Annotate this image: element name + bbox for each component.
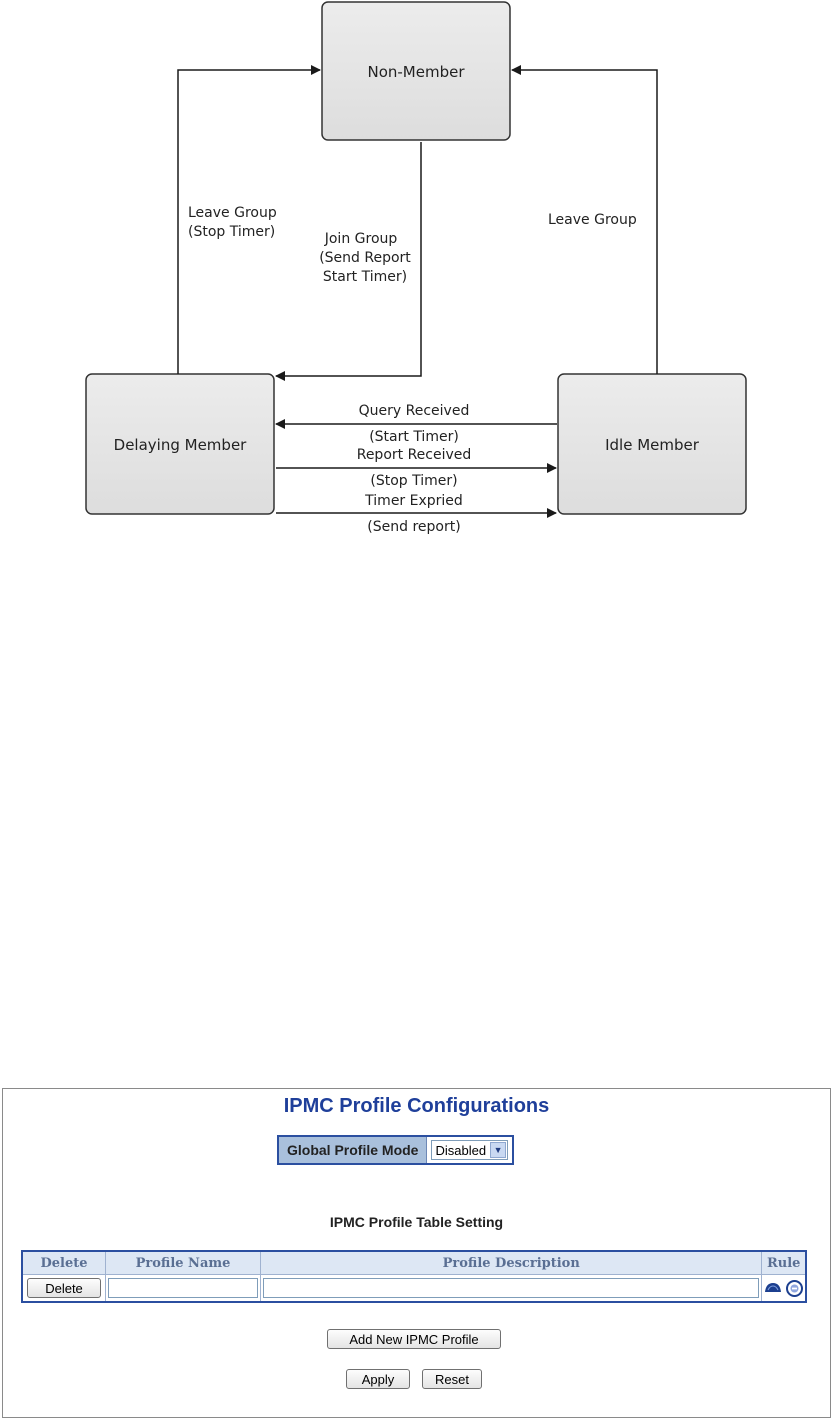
reset-button[interactable]: Reset — [422, 1369, 482, 1389]
ipmc-profile-panel: IPMC Profile Configurations Global Profi… — [2, 1088, 831, 1418]
state-non-member: Non-Member — [321, 1, 511, 141]
global-profile-mode-select[interactable]: Disabled ▼ — [431, 1140, 509, 1160]
non-member-label: Non-Member — [367, 63, 465, 81]
profile-table: Delete Profile Name Profile Description … — [21, 1250, 807, 1303]
table-row: Delete — [21, 1274, 807, 1303]
query-received-label: Query Received — [359, 403, 470, 419]
state-diagram-svg: Non-Member Delaying Member Idle Member L… — [85, 1, 747, 535]
page-title: IPMC Profile Configurations — [283, 1095, 550, 1117]
edit-rule-icon[interactable] — [786, 1279, 803, 1297]
profile-description-input[interactable] — [263, 1278, 760, 1298]
global-profile-mode-cell: Disabled ▼ — [427, 1137, 512, 1163]
state-delaying-member: Delaying Member — [85, 373, 275, 515]
table-header-row: Delete Profile Name Profile Description … — [21, 1250, 807, 1275]
arrow-nonmember-to-delaying — [275, 142, 422, 381]
global-profile-mode-value: Disabled — [435, 1142, 487, 1158]
idle-member-label: Idle Member — [605, 436, 700, 454]
chevron-down-icon[interactable]: ▼ — [490, 1142, 507, 1158]
delete-button[interactable]: Delete — [27, 1278, 101, 1298]
join-group-label: Join Group — [324, 231, 398, 247]
stop-timer-left-label: (Stop Timer) — [188, 224, 275, 240]
leave-group-left-label: Leave Group — [188, 205, 277, 221]
start-timer-join-label: Start Timer) — [323, 269, 407, 285]
global-profile-mode-label: Global Profile Mode — [279, 1137, 428, 1163]
start-timer-label: (Start Timer) — [369, 429, 459, 445]
state-idle-member: Idle Member — [557, 373, 747, 515]
column-header-profile-name: Profile Name — [105, 1250, 261, 1275]
leave-group-right-label: Leave Group — [548, 212, 637, 228]
delete-cell: Delete — [21, 1274, 106, 1303]
column-header-delete: Delete — [21, 1250, 106, 1275]
igmp-state-diagram: Non-Member Delaying Member Idle Member L… — [0, 0, 832, 560]
global-profile-mode-box: Global Profile Mode Disabled ▼ — [277, 1135, 515, 1165]
report-received-label: Report Received — [357, 447, 472, 463]
profile-description-cell — [259, 1274, 763, 1303]
timer-expired-label: Timer Expried — [364, 493, 463, 509]
column-header-rule: Rule — [761, 1250, 807, 1275]
table-title: IPMC Profile Table Setting — [329, 1214, 504, 1230]
apply-button[interactable]: Apply — [346, 1369, 410, 1389]
add-new-profile-button[interactable]: Add New IPMC Profile — [327, 1329, 501, 1349]
column-header-profile-description: Profile Description — [259, 1250, 763, 1275]
arrow-idle-to-nonmember — [511, 65, 658, 374]
delaying-member-label: Delaying Member — [114, 436, 248, 454]
rule-cell — [761, 1274, 807, 1303]
arrow-delaying-to-nonmember — [177, 65, 321, 374]
send-report-label: (Send Report — [319, 250, 411, 266]
profile-name-cell — [105, 1274, 261, 1303]
stop-timer-label: (Stop Timer) — [370, 473, 457, 489]
send-report-timer-label: (Send report) — [367, 519, 460, 535]
navigate-rule-icon[interactable] — [764, 1281, 782, 1295]
profile-name-input[interactable] — [108, 1278, 258, 1298]
